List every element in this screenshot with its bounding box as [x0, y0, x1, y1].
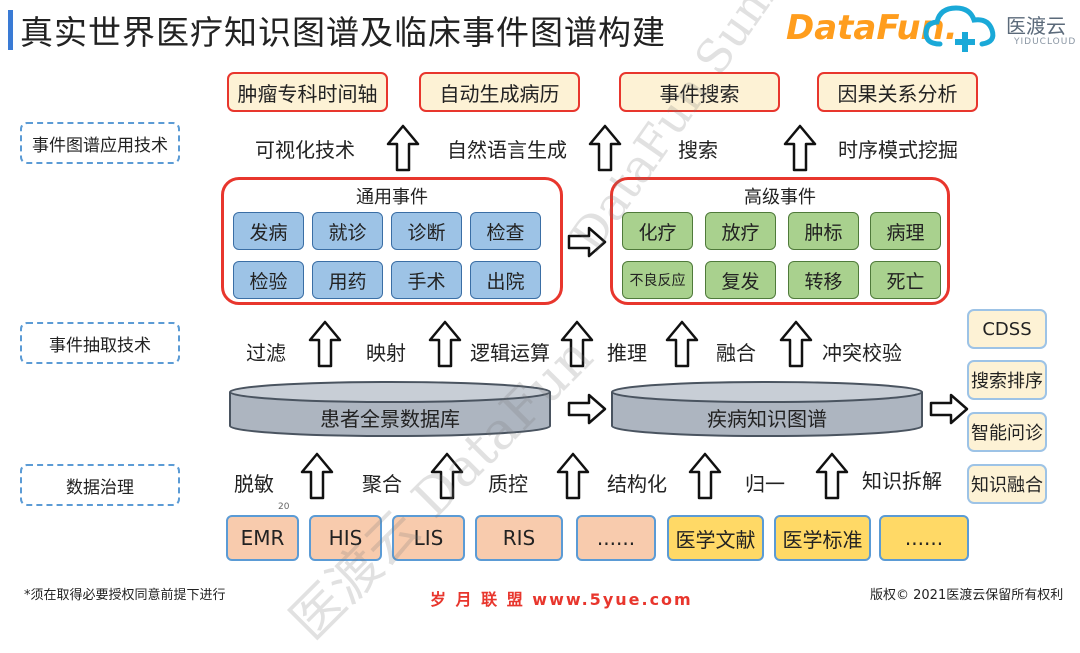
disease-kg-cylinder — [611, 381, 923, 437]
small-number-label: 20 — [278, 502, 290, 512]
extract-tech-reasoning: 推理 — [607, 341, 647, 365]
up-arrow-icon — [556, 452, 590, 500]
extract-tech-fusion: 融合 — [716, 341, 756, 365]
event-cell-diagnosis: 诊断 — [391, 212, 462, 250]
page-title: 真实世界医疗知识图谱及临床事件图谱构建 — [20, 13, 666, 52]
patient-database-label: 患者全景数据库 — [320, 407, 460, 431]
right-app-knowledge-fusion: 知识融合 — [967, 464, 1047, 504]
right-app-cdss: CDSS — [967, 309, 1047, 349]
right-arrow-icon — [567, 226, 607, 258]
cloud-plus-icon — [923, 5, 996, 52]
event-cell-visit: 就诊 — [312, 212, 383, 250]
patient-database-cylinder — [229, 381, 551, 437]
extract-tech-conflict-check: 冲突校验 — [822, 341, 902, 365]
event-cell-pathology: 病理 — [870, 212, 941, 250]
app-box-causal-analysis: 因果关系分析 — [817, 72, 978, 112]
source-medical-literature: 医学文献 — [667, 515, 764, 561]
right-arrow-icon — [567, 393, 607, 425]
general-events-group — [221, 177, 563, 305]
yidu-logo-subtext: YIDUCLOUD — [1014, 37, 1077, 47]
event-cell-exam: 检查 — [470, 212, 541, 250]
app-tech-search: 搜索 — [678, 138, 718, 162]
source-ris: RIS — [475, 515, 563, 561]
up-arrow-icon — [688, 452, 722, 500]
event-cell-onset: 发病 — [233, 212, 304, 250]
side-label-extract-tech: 事件抽取技术 — [20, 322, 180, 364]
event-cell-tumor-marker: 肿标 — [788, 212, 859, 250]
right-arrow-icon — [929, 393, 969, 425]
advanced-events-title: 高级事件 — [744, 187, 816, 208]
footer-site-mark: 岁 月 联 盟 www.5yue.com — [430, 590, 693, 609]
up-arrow-icon — [779, 320, 813, 368]
event-cell-lab-test: 检验 — [233, 261, 304, 299]
disease-kg-label: 疾病知识图谱 — [707, 407, 827, 431]
footer-disclaimer: *须在取得必要授权同意前提下进行 — [24, 588, 226, 603]
up-arrow-icon — [815, 452, 849, 500]
up-arrow-icon — [588, 124, 622, 172]
up-arrow-icon — [665, 320, 699, 368]
app-tech-nlg: 自然语言生成 — [447, 138, 567, 162]
source-medical-standards: 医学标准 — [774, 515, 871, 561]
event-cell-chemo: 化疗 — [622, 212, 693, 250]
source-more-clinical: ...... — [576, 515, 656, 561]
governance-step-aggregate: 聚合 — [362, 472, 402, 496]
event-cell-recurrence: 复发 — [705, 261, 776, 299]
event-cell-surgery: 手术 — [391, 261, 462, 299]
up-arrow-icon — [428, 320, 462, 368]
up-arrow-icon — [560, 320, 594, 368]
event-cell-medication: 用药 — [312, 261, 383, 299]
yidu-logo-text: 医渡云 — [1006, 14, 1066, 38]
side-label-app-tech: 事件图谱应用技术 — [20, 122, 180, 164]
source-lis: LIS — [392, 515, 465, 561]
title-accent-bar — [8, 10, 13, 50]
app-tech-temporal-mining: 时序模式挖掘 — [838, 138, 958, 162]
governance-step-desensitize: 脱敏 — [234, 472, 274, 496]
event-cell-discharge: 出院 — [470, 261, 541, 299]
general-events-title: 通用事件 — [356, 187, 428, 208]
event-cell-adverse-reaction: 不良反应 — [622, 261, 693, 299]
source-emr: EMR — [226, 515, 299, 561]
event-cell-death: 死亡 — [870, 261, 941, 299]
governance-step-normalize: 归一 — [745, 472, 785, 496]
event-cell-metastasis: 转移 — [788, 261, 859, 299]
event-cell-radio: 放疗 — [705, 212, 776, 250]
governance-step-quality: 质控 — [488, 472, 528, 496]
app-box-tumor-timeline: 肿瘤专科时间轴 — [227, 72, 388, 112]
right-app-smart-consult: 智能问诊 — [967, 412, 1047, 452]
footer-copyright: 版权© 2021医渡云保留所有权利 — [870, 588, 1064, 603]
up-arrow-icon — [300, 452, 334, 500]
up-arrow-icon — [386, 124, 420, 172]
extract-tech-filter: 过滤 — [246, 341, 286, 365]
advanced-events-group — [610, 177, 950, 305]
up-arrow-icon — [783, 124, 817, 172]
governance-step-structure: 结构化 — [607, 472, 667, 496]
app-box-event-search: 事件搜索 — [619, 72, 780, 112]
governance-step-knowledge-split: 知识拆解 — [862, 469, 942, 493]
extract-tech-mapping: 映射 — [366, 341, 406, 365]
app-box-auto-record: 自动生成病历 — [419, 72, 580, 112]
side-label-governance: 数据治理 — [20, 464, 180, 506]
app-tech-visualization: 可视化技术 — [255, 138, 355, 162]
up-arrow-icon — [308, 320, 342, 368]
up-arrow-icon — [430, 452, 464, 500]
right-app-search-ranking: 搜索排序 — [967, 360, 1047, 400]
source-more-knowledge: ...... — [879, 515, 969, 561]
extract-tech-logic: 逻辑运算 — [470, 341, 550, 365]
source-his: HIS — [309, 515, 382, 561]
